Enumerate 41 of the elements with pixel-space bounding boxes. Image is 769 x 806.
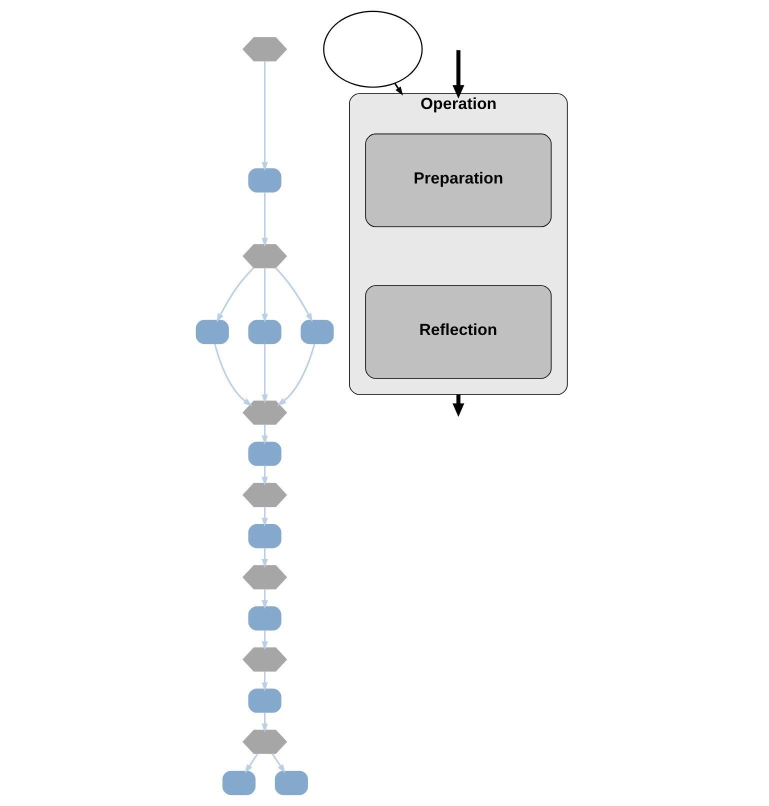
- arrow: [261, 466, 268, 486]
- arrow: [271, 753, 285, 774]
- arrow: [261, 506, 268, 527]
- node-box: [300, 320, 334, 344]
- arrow: [216, 267, 254, 322]
- node-box: [195, 320, 228, 344]
- arrow: [261, 548, 268, 568]
- node-hexagon: [242, 400, 287, 425]
- node-box: [248, 524, 281, 548]
- node-hexagon: [242, 482, 287, 508]
- node-box: Preparation: [364, 134, 552, 228]
- node-box: [248, 442, 281, 466]
- arrow: [261, 424, 268, 444]
- arrow: [261, 671, 268, 692]
- node-hexagon: [242, 730, 287, 754]
- node-box: [248, 606, 281, 630]
- node-box: [248, 320, 281, 344]
- node-box: [248, 168, 281, 192]
- arrow: [261, 712, 268, 732]
- node-box: [274, 770, 308, 796]
- node-box: Reflection: [364, 285, 552, 379]
- arrow: [261, 192, 268, 247]
- node-box: [222, 770, 256, 796]
- arrow: [452, 394, 464, 417]
- arrow: [261, 630, 268, 650]
- node-hexagon: [242, 37, 287, 62]
- arrow: [261, 61, 268, 171]
- arrow: [452, 50, 464, 99]
- node-hexagon: [242, 647, 287, 672]
- node-box: [248, 688, 281, 713]
- arrow: [394, 82, 403, 96]
- node-hexagon: [242, 565, 287, 590]
- node-ellipse: [322, 10, 422, 88]
- arrow: [261, 589, 268, 610]
- arrow: [261, 268, 268, 323]
- arrow: [244, 753, 258, 774]
- node-hexagon: [242, 244, 287, 268]
- arrow: [276, 344, 315, 406]
- arrow: [261, 344, 268, 404]
- arrow: [274, 267, 312, 322]
- arrow: [214, 344, 252, 406]
